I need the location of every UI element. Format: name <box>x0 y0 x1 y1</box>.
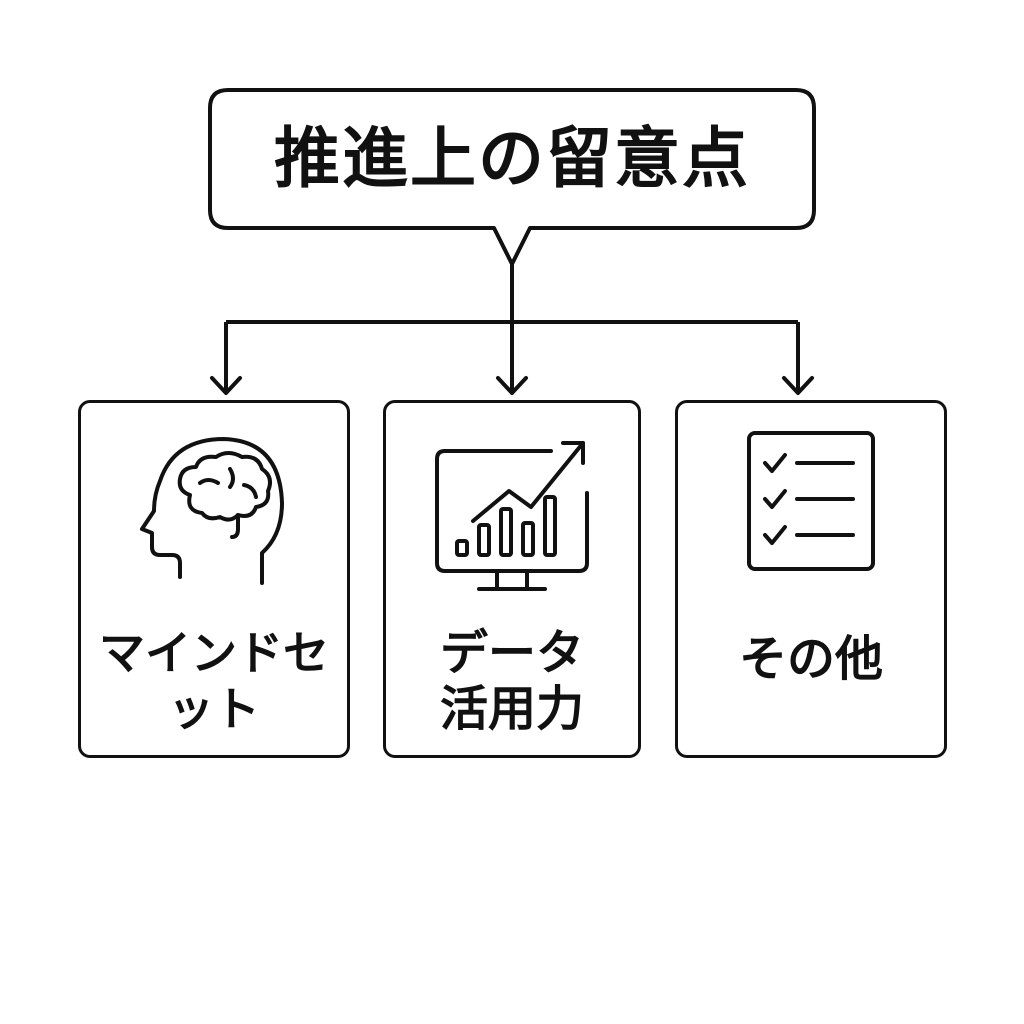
arrowhead-right-icon <box>782 376 814 395</box>
title-callout-box <box>208 88 816 266</box>
monitor-chart-icon <box>435 441 589 591</box>
label-line: 活用力 <box>439 681 584 737</box>
label-line: マインドセ <box>99 626 329 680</box>
card-other: その他 <box>675 400 947 758</box>
card-data: データ 活用力 <box>383 400 641 758</box>
card-label-data: データ 活用力 <box>386 625 638 737</box>
diagram-title: 推進上の留意点 <box>274 120 750 197</box>
arrowhead-center-icon <box>496 376 528 395</box>
card-label-mindset: マインドセ ット <box>81 625 347 737</box>
label-line: データ <box>439 625 584 681</box>
label-line: その他 <box>738 631 883 687</box>
checklist-icon <box>747 431 875 571</box>
label-line: ット <box>168 682 260 736</box>
arrowhead-left-icon <box>210 376 242 395</box>
card-label-other: その他 <box>678 631 944 687</box>
card-mindset: マインドセ ット <box>78 400 350 758</box>
head-brain-icon <box>140 437 284 585</box>
